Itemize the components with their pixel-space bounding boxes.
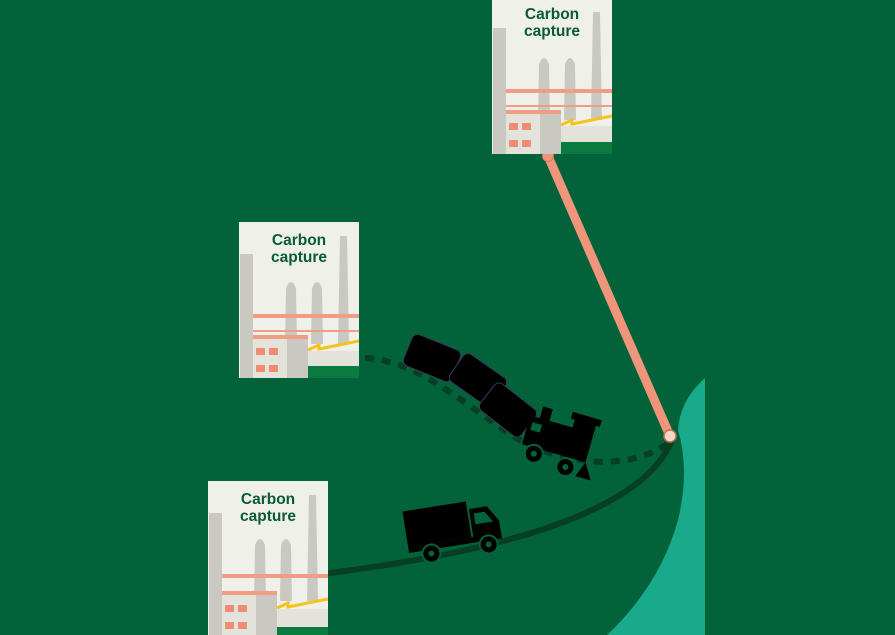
carbon-capture-facility-train: Carbon capture <box>239 222 359 378</box>
facility-label-line1: Carbon <box>240 491 296 508</box>
facility-label-line2: capture <box>271 249 327 266</box>
pipeline-end-cap <box>663 429 677 443</box>
facility-label: Carbon capture <box>239 232 359 266</box>
factory-icon <box>493 12 612 154</box>
facility-label-line1: Carbon <box>271 232 327 249</box>
pipeline-icon <box>543 151 675 441</box>
train-route-line <box>364 355 674 465</box>
facility-label-line2: capture <box>240 508 296 525</box>
facility-label-line1: Carbon <box>524 6 580 23</box>
carbon-capture-facility-pipeline: Carbon capture <box>492 0 612 154</box>
facility-label: Carbon capture <box>492 6 612 40</box>
truck-route-line <box>327 437 675 576</box>
factory-icon <box>209 495 328 635</box>
sea-coast-icon <box>607 378 705 635</box>
truck-icon <box>402 501 502 564</box>
train-icon <box>402 333 602 481</box>
factory-icon <box>240 236 359 378</box>
carbon-capture-facility-truck: Carbon capture <box>208 481 328 635</box>
facility-label-line2: capture <box>524 23 580 40</box>
facility-label: Carbon capture <box>208 491 328 525</box>
